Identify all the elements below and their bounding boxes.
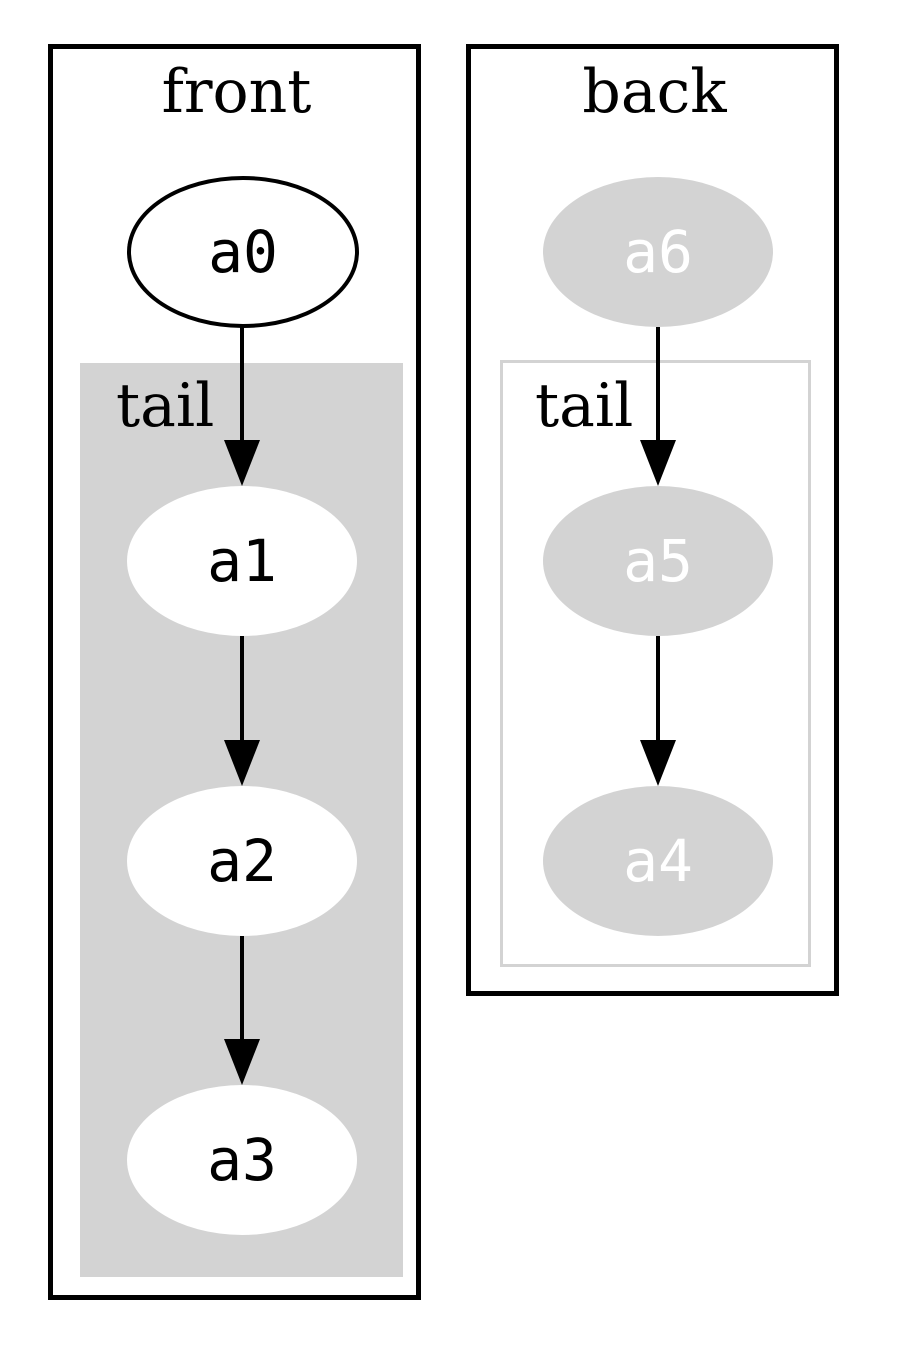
node-a4: a4 bbox=[543, 786, 773, 936]
node-a5-label: a5 bbox=[623, 527, 693, 595]
edge-a2-a3 bbox=[224, 936, 260, 1085]
node-a6-label: a6 bbox=[623, 218, 693, 286]
edge-line bbox=[240, 327, 244, 440]
node-a4-label: a4 bbox=[623, 827, 693, 895]
cluster-front-label: front bbox=[161, 57, 312, 127]
edge-line bbox=[656, 327, 660, 440]
node-a6: a6 bbox=[543, 177, 773, 327]
edge-line bbox=[240, 936, 244, 1039]
node-a1-label: a1 bbox=[207, 527, 277, 595]
edge-a6-a5 bbox=[640, 327, 676, 486]
edge-a0-a1 bbox=[224, 327, 260, 486]
edge-line bbox=[240, 636, 244, 740]
cluster-back-label: back bbox=[582, 57, 727, 127]
arrowhead-icon bbox=[224, 1039, 260, 1085]
node-a2: a2 bbox=[127, 786, 357, 936]
arrowhead-icon bbox=[640, 440, 676, 486]
edge-line bbox=[656, 636, 660, 740]
node-a0: a0 bbox=[127, 176, 359, 328]
subcluster-back-tail-label: tail bbox=[535, 371, 634, 441]
node-a2-label: a2 bbox=[207, 827, 277, 895]
edge-a1-a2 bbox=[224, 636, 260, 786]
cluster-back bbox=[466, 44, 839, 996]
edge-a5-a4 bbox=[640, 636, 676, 786]
subcluster-front-tail-label: tail bbox=[116, 371, 215, 441]
arrowhead-icon bbox=[224, 740, 260, 786]
arrowhead-icon bbox=[224, 440, 260, 486]
node-a1: a1 bbox=[127, 486, 357, 636]
node-a5: a5 bbox=[543, 486, 773, 636]
node-a3-label: a3 bbox=[207, 1126, 277, 1194]
node-a0-label: a0 bbox=[208, 218, 278, 286]
node-a3: a3 bbox=[127, 1085, 357, 1235]
cluster-front bbox=[48, 44, 421, 1300]
subcluster-back-tail bbox=[500, 360, 811, 967]
arrowhead-icon bbox=[640, 740, 676, 786]
